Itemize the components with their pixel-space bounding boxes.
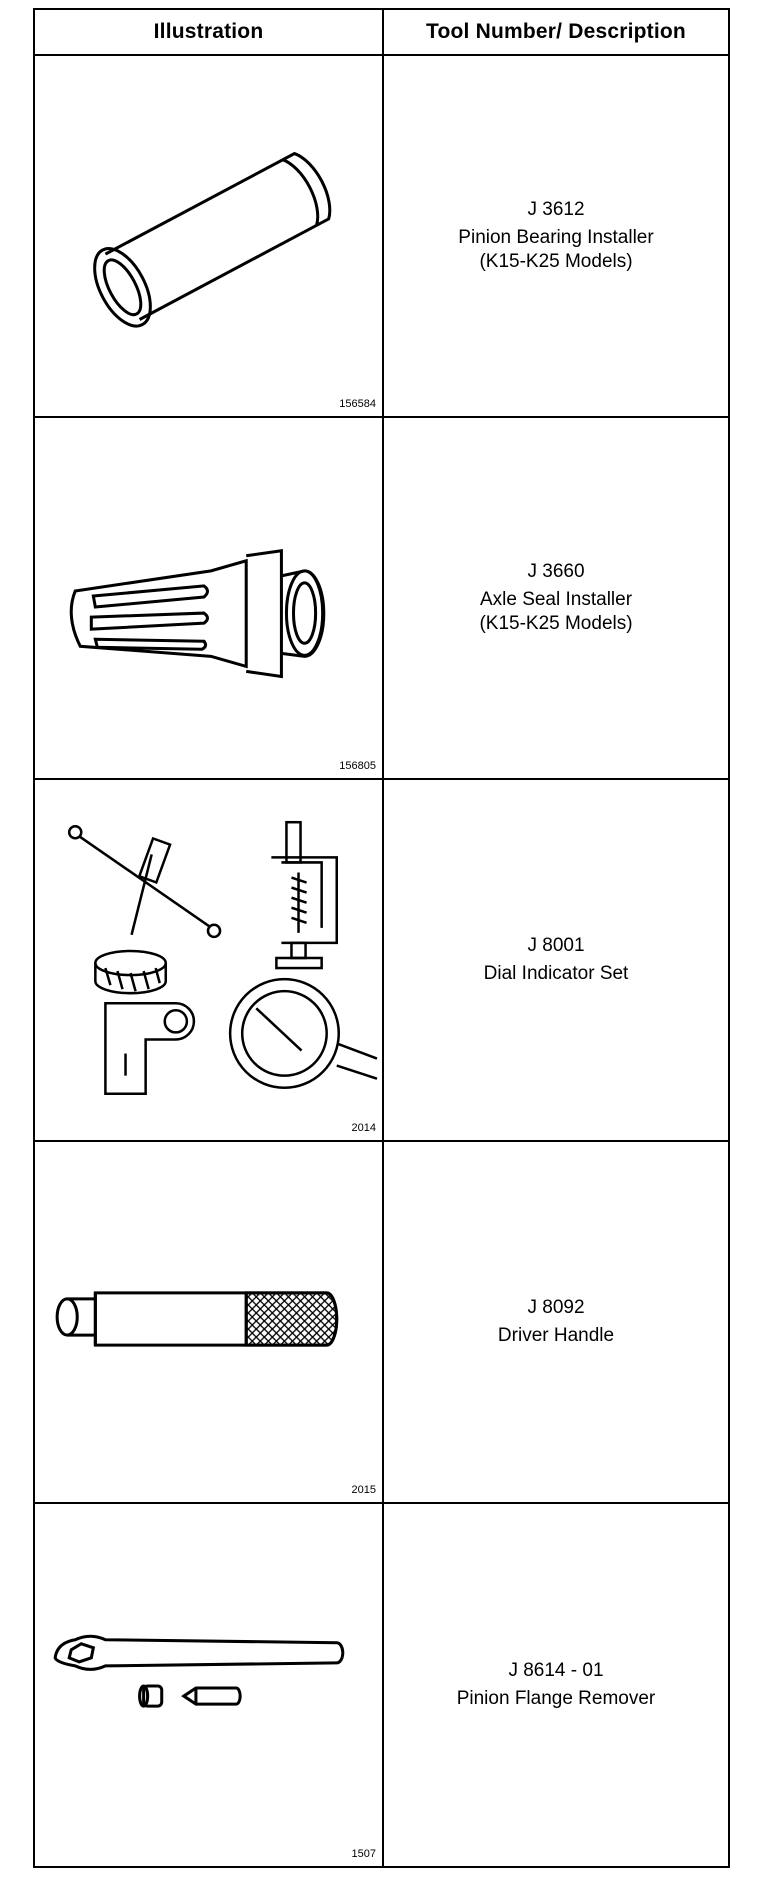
tool-description-cell: J 8001 Dial Indicator Set	[384, 780, 728, 1142]
illustration-cell: 2015	[35, 1142, 384, 1504]
figure-id: 156584	[339, 398, 376, 410]
tool-description-line: Pinion Bearing Installer	[458, 227, 654, 248]
tool-number: J 8001	[527, 935, 585, 956]
header-tool-description: Tool Number/ Description	[384, 10, 728, 56]
tool-number: J 3660	[527, 561, 585, 582]
illustration-cell: 1507	[35, 1504, 384, 1866]
pinion-bearing-installer-illustration	[93, 151, 332, 328]
tool-number: J 8614 - 01	[508, 1660, 604, 1681]
tool-description-line: (K15-K25 Models)	[479, 251, 633, 272]
tool-description-cell: J 3612 Pinion Bearing Installer (K15-K25…	[384, 56, 728, 418]
dial-indicator-set-illustration	[67, 820, 378, 1096]
illustration-cell: 156805	[35, 418, 384, 780]
tool-description-cell: J 8092 Driver Handle	[384, 1142, 728, 1504]
tool-number: J 8092	[527, 1297, 585, 1318]
figure-id: 1507	[351, 1848, 376, 1860]
figure-id: 2014	[351, 1122, 376, 1134]
tool-number: J 3612	[527, 199, 585, 220]
illustration-cell: 156584	[35, 56, 384, 418]
figure-id: 156805	[339, 760, 376, 772]
figure-id: 2015	[351, 1484, 376, 1496]
tool-description-cell: J 3660 Axle Seal Installer (K15-K25 Mode…	[384, 418, 728, 780]
driver-handle-illustration	[55, 1291, 339, 1347]
tool-description-line: (K15-K25 Models)	[479, 613, 633, 634]
tool-description-line: Dial Indicator Set	[483, 963, 629, 984]
tool-table: Illustration Tool Number/ Description 15…	[33, 8, 730, 1868]
axle-seal-installer-illustration	[69, 548, 326, 679]
tool-description-cell: J 8614 - 01 Pinion Flange Remover	[384, 1504, 728, 1866]
pinion-flange-remover-illustration	[53, 1634, 345, 1708]
illustration-cell: 2014	[35, 780, 384, 1142]
tool-description-line: Driver Handle	[497, 1325, 615, 1346]
header-illustration: Illustration	[35, 10, 384, 56]
tool-description-line: Pinion Flange Remover	[456, 1688, 656, 1709]
tool-description-line: Axle Seal Installer	[479, 589, 633, 610]
